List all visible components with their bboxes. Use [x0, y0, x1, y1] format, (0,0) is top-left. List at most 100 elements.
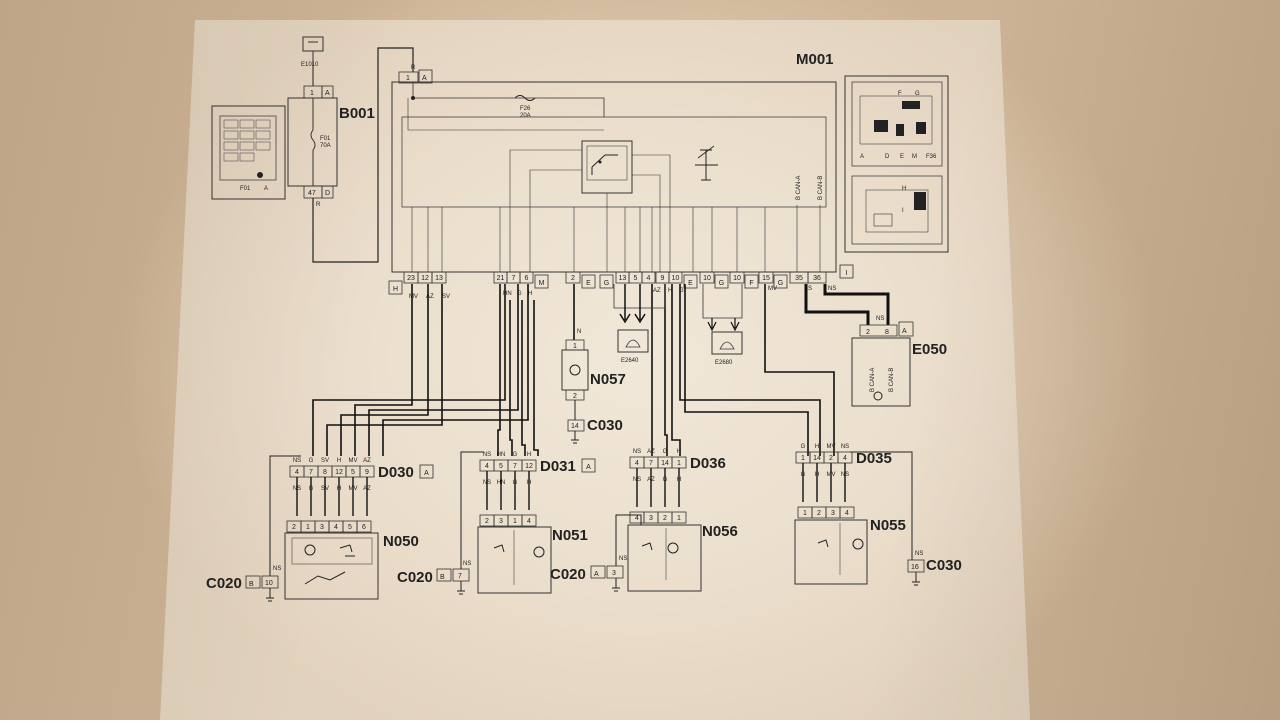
n050-pin: 6 [362, 524, 366, 531]
ecu-i-pin: 36 [813, 275, 821, 282]
inset-letter-e: E [900, 154, 904, 160]
battery-e1010: E1010 [301, 36, 324, 68]
n050-pin: 4 [334, 524, 338, 531]
ecu-conn-h-letter: H [393, 286, 398, 293]
ecu-fuse-label: F26 [520, 106, 531, 112]
ecu-conn-g2 [714, 274, 729, 289]
d036-pin: 7 [649, 460, 653, 467]
ecu-g1-pin: 13 [619, 275, 627, 282]
inset-fuse: F36 [926, 154, 937, 160]
d030-wire-code: AZ [363, 458, 371, 464]
ecu-conn-e1 [581, 274, 596, 289]
wire-code-mv: MV [409, 294, 418, 300]
ecu-g2-cell [699, 271, 715, 284]
wire-code-hn: HN [503, 291, 512, 297]
n051-pin: 3 [499, 518, 503, 525]
fusebox-fuse-rating: 70A [320, 143, 331, 149]
ecu-g1-cell [641, 271, 656, 284]
inset-letter-d: D [885, 154, 890, 160]
fusebox-fuse-label: F01 [320, 136, 331, 142]
n050-pin: 3 [320, 524, 324, 531]
ecu-conn-m-letter: M [539, 280, 545, 287]
ecu-h-pin: 12 [421, 275, 429, 282]
ecu-can-a: B CAN-A [796, 176, 802, 200]
wire-code-sv: SV [442, 294, 450, 300]
n051-pin: 4 [527, 518, 531, 525]
ground-c020-b7: NS C020 B 7 [397, 451, 484, 595]
d030-pin: 9 [365, 469, 369, 476]
motor-n057: 1 2 N N057 14 C030 [561, 329, 626, 444]
fusebox-pin-a: 1 [310, 90, 314, 97]
ecu-conn-g3-letter: G [778, 280, 783, 287]
ecu-e1-cell [565, 271, 581, 284]
location-inset: F G A D E M F36 H I [844, 75, 949, 253]
n057-wire: N [577, 329, 581, 335]
component-n050: N050 [284, 532, 419, 600]
d031-label: D031 [540, 458, 576, 475]
lamp-e2640-label: E2640 [621, 358, 639, 364]
d035-pin: 1 [801, 455, 805, 462]
n050-pin: 1 [306, 524, 310, 531]
d031-wire-code: H [527, 452, 531, 458]
feed-wire-loop [312, 47, 414, 263]
d030-conn-letter: A [424, 470, 429, 477]
fusebox-wire-r: R [316, 202, 321, 208]
wire-code-h2: H [668, 288, 672, 294]
wire-code-mv2: MV [768, 286, 777, 292]
top-connector: 1 A R [398, 65, 433, 84]
d031-wire-code: NS [483, 452, 491, 458]
ecu-m001: M001 F26 20A B CAN-A B CAN-B [391, 51, 837, 273]
n055-pin: 3 [831, 510, 835, 517]
wire-code-az: AZ [426, 294, 434, 300]
d031-pin: 7 [513, 463, 517, 470]
ecu-h-pin: 13 [435, 275, 443, 282]
d031-wire-code: G [513, 452, 518, 458]
ecu-g3-cell [758, 271, 774, 284]
n056-pin: 1 [677, 515, 681, 522]
ground-c030-16: NS 16 C030 [850, 451, 962, 586]
ecu-i-cell [807, 271, 827, 284]
d-connectors: 4781259D030ANSGSVHMVAZNSGSVHMVAZ45712D03… [286, 444, 892, 533]
fusebox-pin-ref: A [264, 186, 268, 192]
d030-wire-code: G [309, 458, 314, 464]
ecu-conn-g1-letter: G [604, 280, 609, 287]
g3-conn: A [594, 571, 599, 578]
ecu-conn-g1 [599, 274, 614, 289]
d036-wire-code: H [677, 449, 681, 455]
fusebox-fuse-ref: F01 [240, 186, 251, 192]
d030-wire-code: NS [293, 458, 301, 464]
e050-conn: A [902, 328, 907, 335]
n055-label: N055 [870, 517, 906, 534]
ecu-e2-pin: 9 [661, 275, 665, 282]
ecu-m-cell [519, 271, 534, 284]
d030-wire-code: SV [321, 458, 329, 464]
n055-cell [839, 506, 855, 519]
ecu-conn-g3 [773, 274, 788, 289]
d030-pin: 12 [335, 469, 343, 476]
ground-c020-a3: NS C020 A 3 [550, 514, 642, 592]
e050-label: E050 [912, 341, 947, 358]
d030-pin: 5 [351, 469, 355, 476]
ecu-e2-pin: 10 [672, 275, 680, 282]
d036-pin: 14 [661, 460, 669, 467]
component-n051: N051 [477, 526, 588, 594]
d036-label: D036 [690, 455, 726, 472]
d035-pin: 2 [829, 455, 833, 462]
n050-pin: 2 [292, 524, 296, 531]
ecu-f-cell [729, 271, 745, 284]
inset-letter-a: A [860, 154, 864, 160]
ecu-h-pin: 23 [407, 275, 415, 282]
d030-label: D030 [378, 464, 414, 481]
inset-letter-f: F [898, 91, 902, 97]
ecu-g1-pin: 5 [634, 275, 638, 282]
d031-conn [581, 458, 596, 473]
d035-label: D035 [856, 450, 892, 467]
g1-conn: B [249, 581, 254, 588]
g3-label: C020 [550, 566, 586, 583]
inset-letter-g: G [915, 91, 920, 97]
ecu-conn-e2-letter: E [688, 280, 693, 287]
ecu-g3-pin: 15 [762, 275, 770, 282]
c030-1-label: C030 [587, 417, 623, 434]
d031-pin: 5 [499, 463, 503, 470]
